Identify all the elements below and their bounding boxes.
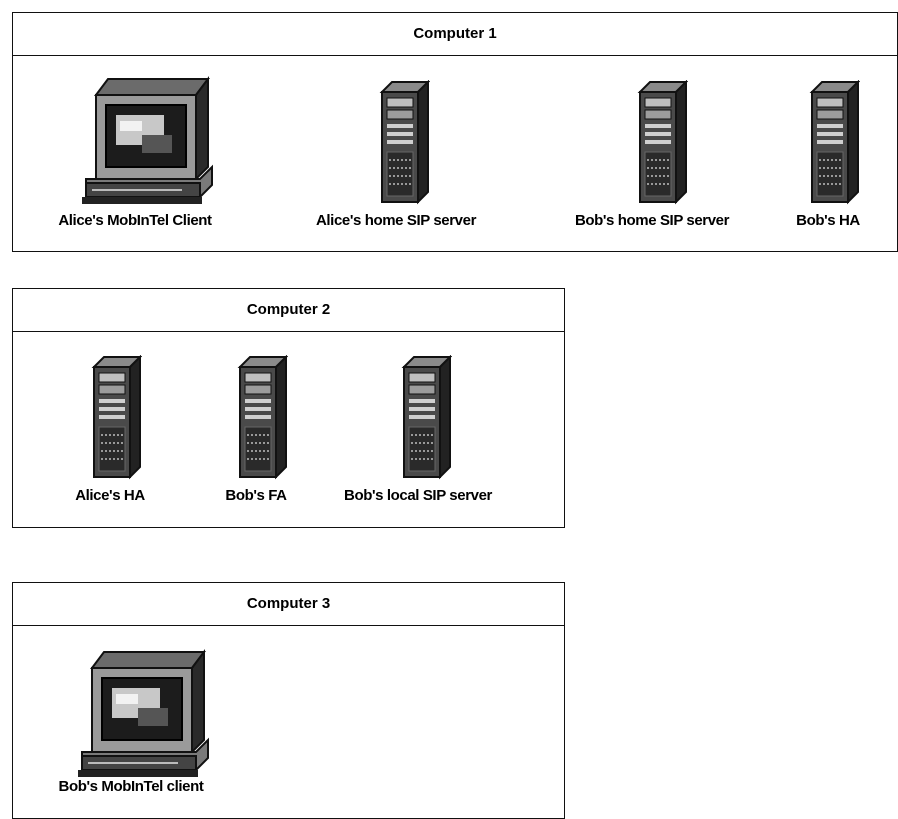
workstation-icon	[78, 649, 209, 777]
server-tower-icon	[401, 355, 452, 480]
node-label: Alice's home SIP server	[315, 212, 477, 229]
server-tower-icon	[637, 80, 688, 205]
computer-1-title: Computer 1	[13, 13, 897, 56]
node-label: Bob's home SIP server	[574, 212, 730, 229]
server-tower-icon	[237, 355, 288, 480]
node-label: Bob's local SIP server	[344, 487, 492, 504]
node-label: Alice's MobInTel Client	[58, 212, 212, 229]
server-tower-icon	[91, 355, 142, 480]
node-label: Alice's HA	[75, 487, 145, 504]
node-label: Bob's MobInTel client	[58, 778, 204, 795]
node-label: Bob's HA	[796, 212, 860, 229]
workstation-icon	[82, 76, 213, 204]
server-tower-icon	[809, 80, 860, 205]
server-tower-icon	[379, 80, 430, 205]
computer-2-title: Computer 2	[13, 289, 564, 332]
computer-3-title: Computer 3	[13, 583, 564, 626]
node-label: Bob's FA	[225, 487, 287, 504]
